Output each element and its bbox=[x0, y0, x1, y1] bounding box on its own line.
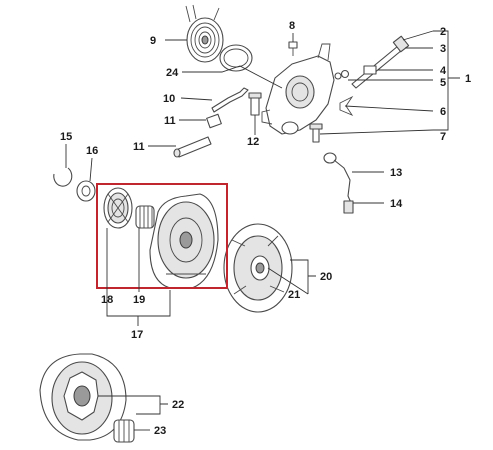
callout-6: 6 bbox=[440, 106, 446, 118]
highlight-box bbox=[96, 183, 228, 289]
part-22-spur-sprocket bbox=[39, 353, 127, 441]
part-8-screw bbox=[288, 41, 298, 56]
part-clutch-drum bbox=[149, 193, 219, 289]
callout-24: 24 bbox=[166, 67, 179, 79]
callout-7: 7 bbox=[440, 131, 446, 143]
part-12-fitting bbox=[248, 92, 262, 116]
part-11-hose bbox=[173, 136, 212, 158]
part-15-circlip bbox=[53, 167, 73, 187]
callout-11-upper: 11 bbox=[164, 115, 176, 127]
leader-lines bbox=[65, 30, 460, 431]
part-11-pin-upper bbox=[206, 113, 222, 129]
callout-14: 14 bbox=[390, 198, 403, 210]
callout-19: 19 bbox=[133, 294, 145, 306]
callout-15: 15 bbox=[60, 131, 72, 143]
part-2-3-rod bbox=[351, 35, 410, 89]
callout-21: 21 bbox=[288, 289, 300, 301]
part-10-bent-tube bbox=[211, 87, 249, 113]
part-4-5-spring-washer bbox=[334, 65, 377, 80]
part-7-bolt bbox=[309, 123, 323, 143]
callout-10: 10 bbox=[163, 93, 175, 105]
part-23-needle-bearing bbox=[113, 419, 135, 443]
callout-16: 16 bbox=[86, 145, 98, 157]
part-13-14-oil-line bbox=[323, 152, 354, 214]
callout-5: 5 bbox=[440, 77, 446, 89]
part-16-washer bbox=[76, 180, 96, 202]
callout-8: 8 bbox=[289, 20, 295, 32]
callout-1: 1 bbox=[465, 73, 471, 85]
callout-12: 12 bbox=[247, 136, 259, 148]
callout-3: 3 bbox=[440, 43, 446, 55]
callout-13: 13 bbox=[390, 167, 402, 179]
callout-22: 22 bbox=[172, 399, 184, 411]
part-20-clutch-assembly bbox=[223, 223, 293, 313]
callout-18: 18 bbox=[101, 294, 113, 306]
callout-4: 4 bbox=[440, 65, 447, 77]
part-19-needle-bearing bbox=[135, 205, 155, 229]
part-9-coil-spring bbox=[185, 4, 224, 63]
callout-20: 20 bbox=[320, 271, 332, 283]
callout-2: 2 bbox=[440, 26, 446, 38]
part-6-oil-pump-housing bbox=[261, 43, 354, 135]
callout-23: 23 bbox=[154, 425, 166, 437]
callout-17: 17 bbox=[131, 329, 143, 341]
callout-11-hose: 11 bbox=[133, 141, 145, 153]
callout-9: 9 bbox=[150, 35, 156, 47]
part-18-rim-sprocket bbox=[103, 187, 133, 229]
